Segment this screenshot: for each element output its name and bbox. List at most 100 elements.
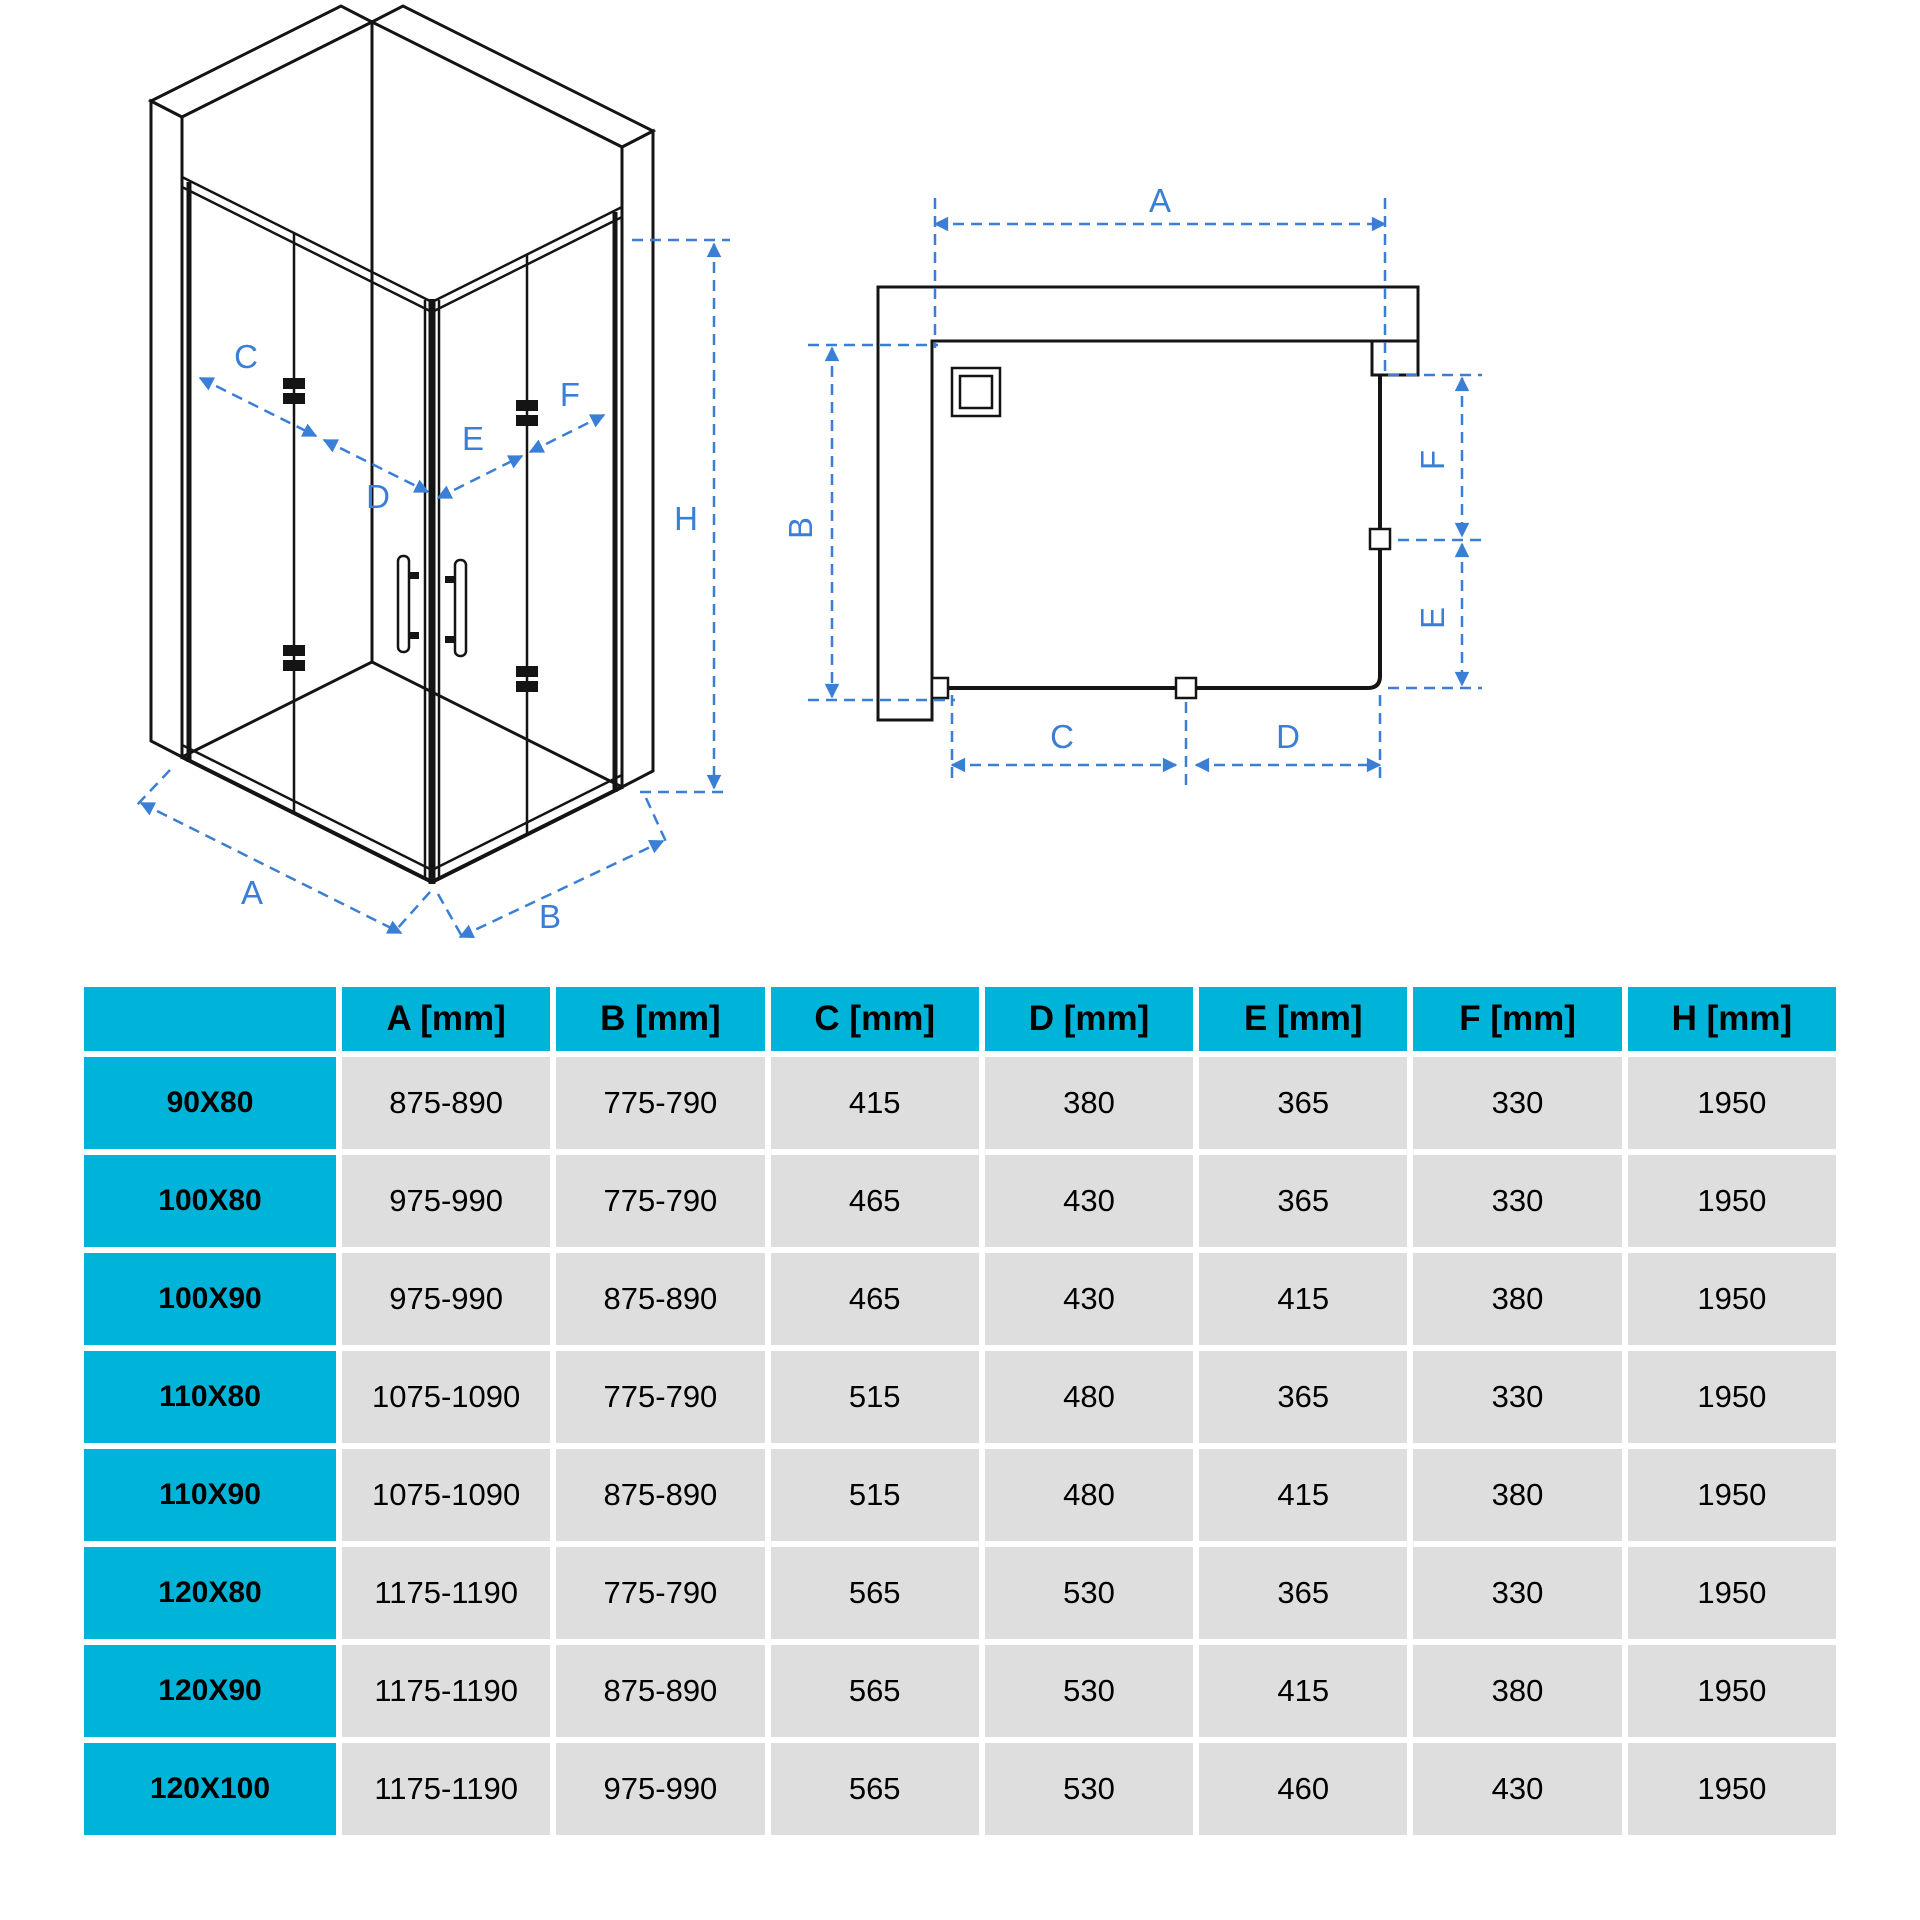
dim-ext-a-left <box>135 769 171 807</box>
column-header-a: A [mm] <box>342 987 551 1051</box>
cell-a: 975-990 <box>342 1253 551 1345</box>
dim-label-c-plan: C <box>1050 718 1074 755</box>
cell-c: 415 <box>770 1057 979 1149</box>
table-row: 90X80 875-890 775-790 415 380 365 330 19… <box>84 1057 1836 1149</box>
column-header-f: F [mm] <box>1413 987 1622 1051</box>
dim-ext-b-right <box>644 797 670 847</box>
cell-b: 875-890 <box>556 1449 765 1541</box>
table-row: 110X80 1075-1090 775-790 515 480 365 330… <box>84 1351 1836 1443</box>
table-row: 100X80 975-990 775-790 465 430 365 330 1… <box>84 1155 1836 1247</box>
table-row: 100X90 975-990 875-890 465 430 415 380 1… <box>84 1253 1836 1345</box>
cell-c: 565 <box>770 1547 979 1639</box>
table-section: A [mm] B [mm] C [mm] D [mm] E [mm] F [mm… <box>0 981 1920 1841</box>
cell-f: 330 <box>1413 1547 1622 1639</box>
table-corner-cell <box>84 987 336 1051</box>
row-header-size: 90X80 <box>84 1057 336 1149</box>
technical-drawing-section: C D E F H A B <box>135 4 1482 941</box>
right-wall-face <box>370 19 624 790</box>
cell-e: 365 <box>1199 1547 1408 1639</box>
dim-line-d-iso <box>322 438 430 494</box>
cell-f: 380 <box>1413 1449 1622 1541</box>
plan-walls <box>876 285 1420 722</box>
dim-label-d-plan: D <box>1276 718 1300 755</box>
plan-glass-walls <box>948 375 1382 690</box>
cell-e: 415 <box>1199 1449 1408 1541</box>
cell-e: 365 <box>1199 1351 1408 1443</box>
cell-b: 775-790 <box>556 1547 765 1639</box>
cell-e: 415 <box>1199 1645 1408 1737</box>
dim-ext-b-left <box>436 893 466 941</box>
cell-b: 775-790 <box>556 1057 765 1149</box>
cell-b: 975-990 <box>556 1743 765 1835</box>
cell-d: 530 <box>984 1645 1194 1737</box>
cell-d: 430 <box>984 1253 1194 1345</box>
cell-f: 380 <box>1413 1645 1622 1737</box>
cell-e: 365 <box>1199 1155 1408 1247</box>
cell-f: 430 <box>1413 1743 1622 1835</box>
dim-ext-a-right <box>395 891 431 931</box>
dim-line-c-iso <box>198 376 318 438</box>
cell-e: 415 <box>1199 1253 1408 1345</box>
cell-c: 465 <box>770 1155 979 1247</box>
left-top-rail-inner <box>181 185 433 314</box>
dim-label-e-plan: E <box>1414 607 1451 629</box>
dim-label-d-iso: D <box>366 478 390 515</box>
hinge-right-upper <box>516 400 538 426</box>
table-row: 110X90 1075-1090 875-890 515 480 415 380… <box>84 1449 1836 1541</box>
hinge-right-lower <box>516 666 538 692</box>
cell-f: 380 <box>1413 1253 1622 1345</box>
technical-drawing: C D E F H A B <box>135 4 1482 941</box>
cell-a: 1075-1090 <box>342 1449 551 1541</box>
cell-e: 460 <box>1199 1743 1408 1835</box>
cell-a: 1175-1190 <box>342 1645 551 1737</box>
dim-line-e-iso <box>436 454 524 500</box>
row-header-size: 120X90 <box>84 1645 336 1737</box>
column-header-b: B [mm] <box>556 987 765 1051</box>
cell-a: 975-990 <box>342 1155 551 1247</box>
left-wall <box>149 98 184 760</box>
column-header-e: E [mm] <box>1199 987 1408 1051</box>
dim-label-a-plan: A <box>1149 182 1171 219</box>
cell-h: 1950 <box>1627 1547 1836 1639</box>
cell-h: 1950 <box>1627 1057 1836 1149</box>
row-header-size: 120X80 <box>84 1547 336 1639</box>
cell-c: 515 <box>770 1449 979 1541</box>
table-row: 120X100 1175-1190 975-990 565 530 460 43… <box>84 1743 1836 1835</box>
dim-line-b-iso <box>458 839 665 939</box>
cell-c: 565 <box>770 1743 979 1835</box>
cell-f: 330 <box>1413 1155 1622 1247</box>
cell-a: 1175-1190 <box>342 1547 551 1639</box>
table-row: 120X90 1175-1190 875-890 565 530 415 380… <box>84 1645 1836 1737</box>
dim-label-b-plan: B <box>782 517 819 539</box>
dim-line-a-iso <box>139 801 403 935</box>
cell-h: 1950 <box>1627 1253 1836 1345</box>
dim-line-f-iso <box>528 413 606 454</box>
cell-f: 330 <box>1413 1057 1622 1149</box>
dim-label-b-iso: B <box>539 898 561 935</box>
hinge-left-lower <box>283 645 305 671</box>
right-door-handle <box>445 558 468 658</box>
cell-c: 565 <box>770 1645 979 1737</box>
plan-wall-return <box>1370 339 1420 377</box>
cell-h: 1950 <box>1627 1743 1836 1835</box>
row-header-size: 110X80 <box>84 1351 336 1443</box>
cell-b: 775-790 <box>556 1155 765 1247</box>
cell-f: 330 <box>1413 1351 1622 1443</box>
dim-label-c-iso: C <box>234 338 258 375</box>
cell-e: 365 <box>1199 1057 1408 1149</box>
dim-label-f-iso: F <box>560 376 580 413</box>
cell-b: 875-890 <box>556 1645 765 1737</box>
right-wall <box>620 128 655 790</box>
plan-view: A B C D F E <box>782 182 1482 785</box>
table-header-row: A [mm] B [mm] C [mm] D [mm] E [mm] F [mm… <box>84 987 1836 1051</box>
left-bottom-rail <box>181 755 433 884</box>
plan-bottom-pivot-block <box>1174 676 1198 700</box>
row-header-size: 120X100 <box>84 1743 336 1835</box>
cell-d: 530 <box>984 1743 1194 1835</box>
isometric-view: C D E F H A B <box>135 4 730 941</box>
cell-a: 1075-1090 <box>342 1351 551 1443</box>
cell-h: 1950 <box>1627 1449 1836 1541</box>
row-header-size: 100X80 <box>84 1155 336 1247</box>
dimensions-table: A [mm] B [mm] C [mm] D [mm] E [mm] F [mm… <box>78 981 1842 1841</box>
dim-label-a-iso: A <box>241 874 263 911</box>
